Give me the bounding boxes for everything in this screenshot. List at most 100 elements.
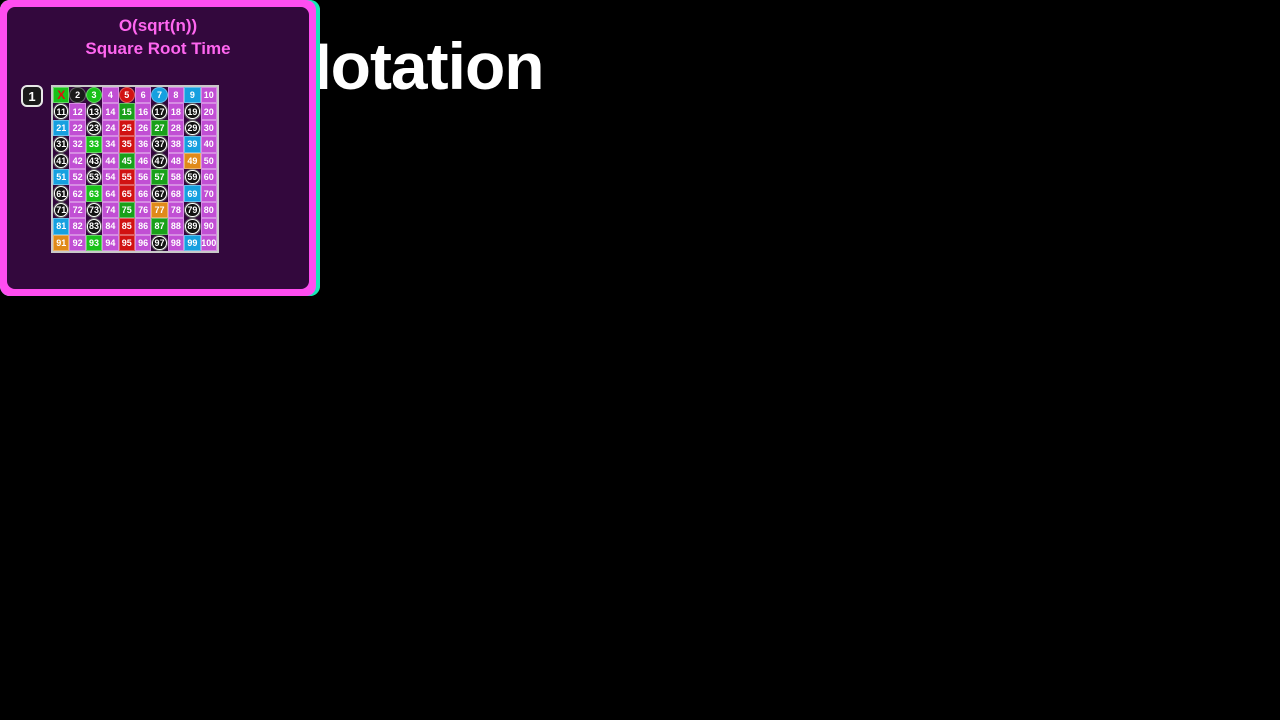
sieve-cell[interactable]: 21	[53, 119, 70, 137]
sieve-cell[interactable]: 83	[85, 218, 103, 235]
sieve-cell[interactable]: 64	[102, 185, 119, 202]
sieve-cell[interactable]: 31	[53, 136, 70, 153]
sieve-cell[interactable]: 15	[118, 103, 135, 120]
sieve-cell[interactable]: 76	[134, 201, 152, 219]
sieve-cell[interactable]: 65	[118, 185, 135, 202]
sieve-cell[interactable]: 25	[118, 119, 135, 137]
sieve-cell[interactable]: X	[53, 87, 70, 104]
sieve-cell[interactable]: 72	[69, 201, 86, 219]
sieve-cell[interactable]: 11	[53, 103, 70, 120]
sieve-cell[interactable]: 88	[167, 218, 185, 235]
sieve-cell[interactable]: 79	[184, 201, 201, 219]
sieve-cell[interactable]: 70	[200, 185, 217, 202]
sieve-cell[interactable]: 28	[167, 119, 185, 137]
sieve-cell[interactable]: 55	[118, 168, 135, 186]
sieve-cell[interactable]: 52	[69, 168, 86, 186]
sieve-cell[interactable]: 57	[151, 168, 168, 186]
sieve-cell[interactable]: 7	[151, 87, 168, 104]
sieve-cell[interactable]: 38	[167, 136, 185, 153]
sieve-cell[interactable]: 73	[85, 201, 103, 219]
sieve-cell[interactable]: 46	[134, 152, 152, 169]
sieve-cell[interactable]: 14	[102, 103, 119, 120]
sieve-cell[interactable]: 5	[118, 87, 135, 104]
sieve-cell[interactable]: 80	[200, 201, 217, 219]
sieve-cell[interactable]: 78	[167, 201, 185, 219]
sieve-cell[interactable]: 56	[134, 168, 152, 186]
sieve-cell[interactable]: 37	[151, 136, 168, 153]
sieve-cell[interactable]: 8	[167, 87, 185, 104]
sieve-cell[interactable]: 6	[134, 87, 152, 104]
sieve-cell[interactable]: 43	[85, 152, 103, 169]
sieve-cell[interactable]: 48	[167, 152, 185, 169]
sieve-cell[interactable]: 97	[151, 234, 168, 251]
sieve-cell[interactable]: 44	[102, 152, 119, 169]
sieve-cell[interactable]: 34	[102, 136, 119, 153]
sieve-cell[interactable]: 92	[69, 234, 86, 251]
sieve-cell[interactable]: 17	[151, 103, 168, 120]
sieve-cell[interactable]: 85	[118, 218, 135, 235]
sieve-cell[interactable]: 47	[151, 152, 168, 169]
sieve-cell[interactable]: 84	[102, 218, 119, 235]
sieve-cell[interactable]: 54	[102, 168, 119, 186]
sieve-cell[interactable]: 41	[53, 152, 70, 169]
sieve-cell[interactable]: 50	[200, 152, 217, 169]
sieve-cell[interactable]: 24	[102, 119, 119, 137]
sieve-cell[interactable]: 94	[102, 234, 119, 251]
sieve-cell[interactable]: 96	[134, 234, 152, 251]
sieve-cell[interactable]: 39	[184, 136, 201, 153]
sieve-cell[interactable]: 10	[200, 87, 217, 104]
sieve-cell[interactable]: 35	[118, 136, 135, 153]
sieve-cell[interactable]: 30	[200, 119, 217, 137]
sieve-cell[interactable]: 82	[69, 218, 86, 235]
sieve-cell[interactable]: 74	[102, 201, 119, 219]
sieve-cell[interactable]: 20	[200, 103, 217, 120]
sieve-cell[interactable]: 95	[118, 234, 135, 251]
sieve-cell[interactable]: 49	[184, 152, 201, 169]
sieve-cell[interactable]: 23	[85, 119, 103, 137]
sieve-cell[interactable]: 91	[53, 234, 70, 251]
sieve-cell[interactable]: 3	[85, 87, 103, 104]
sieve-cell[interactable]: 58	[167, 168, 185, 186]
sieve-cell[interactable]: 75	[118, 201, 135, 219]
sieve-cell[interactable]: 2	[69, 87, 86, 104]
sieve-cell[interactable]: 63	[85, 185, 103, 202]
sieve-cell[interactable]: 9	[184, 87, 201, 104]
sieve-cell[interactable]: 13	[85, 103, 103, 120]
sieve-cell[interactable]: 90	[200, 218, 217, 235]
sieve-cell[interactable]: 36	[134, 136, 152, 153]
sieve-cell[interactable]: 27	[151, 119, 168, 137]
sieve-cell[interactable]: 12	[69, 103, 86, 120]
sieve-cell[interactable]: 42	[69, 152, 86, 169]
sieve-cell[interactable]: 86	[134, 218, 152, 235]
sieve-cell[interactable]: 29	[184, 119, 201, 137]
sieve-cell[interactable]: 16	[134, 103, 152, 120]
sieve-cell[interactable]: 93	[85, 234, 103, 251]
sieve-cell[interactable]: 18	[167, 103, 185, 120]
sieve-cell[interactable]: 87	[151, 218, 168, 235]
sieve-cell[interactable]: 62	[69, 185, 86, 202]
sieve-cell[interactable]: 61	[53, 185, 70, 202]
sieve-cell[interactable]: 19	[184, 103, 201, 120]
sieve-cell[interactable]: 67	[151, 185, 168, 202]
sieve-cell[interactable]: 81	[53, 218, 70, 235]
sieve-cell[interactable]: 99	[184, 234, 201, 251]
sieve-cell[interactable]: 71	[53, 201, 70, 219]
sieve-cell[interactable]: 40	[200, 136, 217, 153]
sieve-cell[interactable]: 4	[102, 87, 119, 104]
sieve-cell[interactable]: 68	[167, 185, 185, 202]
sieve-cell[interactable]: 98	[167, 234, 185, 251]
sieve-cell[interactable]: 69	[184, 185, 201, 202]
sieve-cell[interactable]: 100	[200, 234, 217, 251]
sieve-cell[interactable]: 66	[134, 185, 152, 202]
sieve-cell[interactable]: 89	[184, 218, 201, 235]
sieve-cell[interactable]: 53	[85, 168, 103, 186]
sieve-cell[interactable]: 77	[151, 201, 168, 219]
sieve-cell[interactable]: 51	[53, 168, 70, 186]
sieve-cell[interactable]: 22	[69, 119, 86, 137]
sieve-cell[interactable]: 33	[85, 136, 103, 153]
sieve-cell[interactable]: 60	[200, 168, 217, 186]
sieve-cell[interactable]: 45	[118, 152, 135, 169]
sieve-cell[interactable]: 26	[134, 119, 152, 137]
